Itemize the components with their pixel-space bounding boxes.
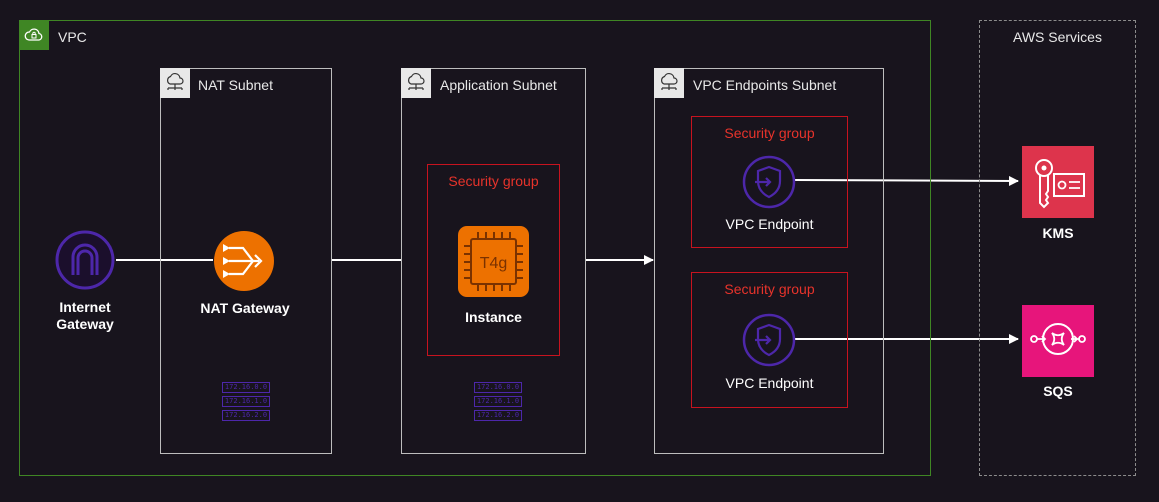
- app-security-group-label: Security group: [448, 173, 539, 189]
- nat-subnet: [160, 68, 332, 454]
- app-subnet-cidr-stack: 172.16.0.0 172.16.1.0 172.16.2.0: [474, 382, 522, 424]
- vpc-group: [19, 20, 931, 476]
- cidr-block: 172.16.1.0: [222, 396, 270, 407]
- subnet-cloud-icon: [401, 68, 431, 98]
- cidr-block: 172.16.2.0: [474, 410, 522, 421]
- vpc-label: VPC: [58, 29, 87, 45]
- cidr-block: 172.16.2.0: [222, 410, 270, 421]
- app-security-group: [427, 164, 560, 356]
- nat-subnet-label: NAT Subnet: [198, 77, 273, 93]
- instance-chip-label: T4g: [480, 255, 508, 272]
- endpoint1-security-group: [691, 116, 848, 248]
- vpc-cloud-icon: [19, 20, 49, 50]
- aws-services-group: [979, 20, 1136, 476]
- internet-gateway-label: Internet Gateway: [56, 299, 114, 332]
- application-subnet-label: Application Subnet: [440, 77, 557, 93]
- endpoint1-to-kms-arrow: [794, 175, 1019, 186]
- internet-gateway-icon: [55, 230, 117, 292]
- vpc-endpoints-subnet-label: VPC Endpoints Subnet: [693, 77, 837, 93]
- cidr-block: 172.16.1.0: [474, 396, 522, 407]
- subnet-cloud-icon: [654, 68, 684, 98]
- endpoint2-security-group-label: Security group: [724, 281, 815, 297]
- cidr-block: 172.16.0.0: [474, 382, 522, 393]
- subnet-cloud-icon: [160, 68, 190, 98]
- ec2-instance-icon: T4g: [457, 225, 531, 299]
- nat-gateway-label: NAT Gateway: [200, 300, 290, 316]
- vpc-endpoint-icon: [742, 155, 796, 209]
- sqs-queue-icon: [1022, 305, 1094, 377]
- cidr-block: 172.16.0.0: [222, 382, 270, 393]
- sqs-label: SQS: [1043, 383, 1073, 399]
- vpc-endpoints-subnet: [654, 68, 884, 454]
- kms-label: KMS: [1042, 225, 1074, 241]
- endpoint2-label: VPC Endpoint: [725, 375, 814, 391]
- application-subnet: [401, 68, 586, 454]
- aws-services-label: AWS Services: [1013, 29, 1102, 45]
- vpc-endpoint-icon: [742, 313, 796, 367]
- endpoint1-security-group-label: Security group: [724, 125, 815, 141]
- nat-subnet-cidr-stack: 172.16.0.0 172.16.1.0 172.16.2.0: [222, 382, 270, 424]
- endpoint1-label: VPC Endpoint: [725, 216, 814, 232]
- kms-key-icon: [1022, 146, 1094, 218]
- instance-label: Instance: [465, 309, 522, 325]
- endpoint2-security-group: [691, 272, 848, 408]
- nat-gateway-icon: [213, 230, 277, 294]
